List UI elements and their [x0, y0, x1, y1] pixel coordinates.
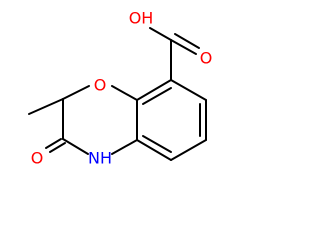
- bond-c8a-c8: [136, 79, 172, 101]
- bond-c5-c4a: [136, 139, 172, 161]
- hydroxyl-label: OH: [129, 9, 154, 28]
- bond-c3-o-1: [45, 138, 62, 149]
- bond-inner-1: [142, 87, 172, 105]
- bond-cooh-o-1: [170, 39, 197, 55]
- ether-oxygen-label: O: [94, 76, 107, 95]
- bond-cooh-o-2: [174, 33, 200, 49]
- acid-carbonyl-oxygen-label: O: [200, 49, 213, 68]
- bond-c6-c5: [170, 139, 207, 161]
- structure-diagram: O O NH OH O: [28, 9, 213, 168]
- bond-n4-c4a: [111, 139, 138, 155]
- bond-inner-3: [142, 135, 172, 153]
- bond-o1-c8a: [111, 85, 138, 101]
- bond-methyl: [28, 98, 64, 115]
- bond-c3-n4: [62, 138, 89, 155]
- atom-label-layer: O O NH OH O: [31, 9, 213, 168]
- bond-c3-o-2: [49, 142, 66, 153]
- bond-layer: [28, 27, 207, 161]
- bond-cooh-oh: [149, 27, 172, 41]
- carbonyl-oxygen-label: O: [31, 149, 44, 168]
- bond-c8-c7: [170, 79, 207, 101]
- amide-nh-label: NH: [88, 149, 112, 168]
- bond-c2-o1: [62, 85, 90, 100]
